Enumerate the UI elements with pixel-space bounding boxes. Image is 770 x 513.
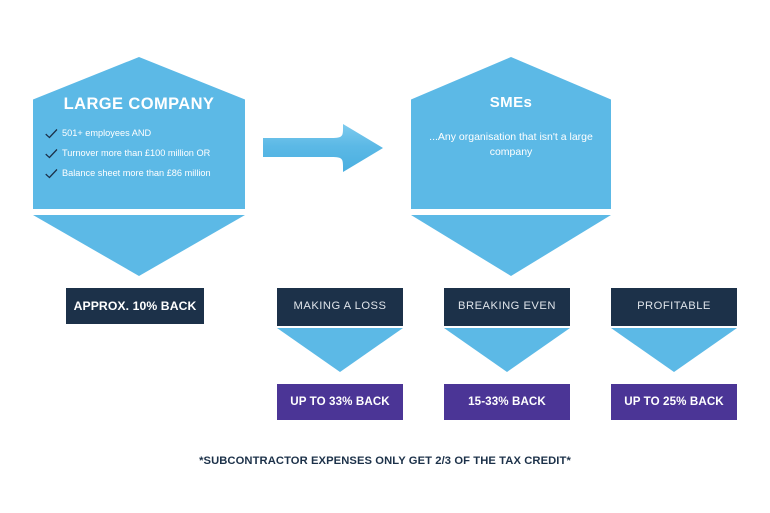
check-icon <box>45 168 58 179</box>
result-label: 15-33% BACK <box>468 395 546 409</box>
check-icon <box>45 128 58 139</box>
list-item: Turnover more than £100 million OR <box>45 148 245 159</box>
smes-subtitle: ...Any organisation that isn't a large c… <box>429 131 593 159</box>
large-company-result-label: APPROX. 10% BACK <box>73 298 197 313</box>
right-arrow-icon <box>263 124 403 179</box>
criteria-text: Balance sheet more than £86 million <box>62 168 211 179</box>
down-arrow-icon-making-a-loss <box>277 328 403 372</box>
check-icon <box>45 148 58 159</box>
down-arrow-icon-profitable <box>611 328 737 372</box>
status-label: MAKING A LOSS <box>293 300 387 313</box>
footnote: *SUBCONTRACTOR EXPENSES ONLY GET 2/3 OF … <box>199 455 571 467</box>
status-label: BREAKING EVEN <box>458 300 556 313</box>
result-label: UP TO 33% BACK <box>290 395 390 409</box>
large-company-title: LARGE COMPANY <box>63 95 215 113</box>
down-arrow-icon-smes <box>411 215 611 276</box>
status-box-profitable: PROFITABLE <box>611 288 737 326</box>
status-box-making-a-loss: MAKING A LOSS <box>277 288 403 326</box>
result-box-breaking-even: 15-33% BACK <box>444 384 570 420</box>
down-arrow-icon-breaking-even <box>444 328 570 372</box>
criteria-text: 501+ employees AND <box>62 128 152 138</box>
smes-title: SMEs <box>489 94 533 111</box>
result-box-making-a-loss: UP TO 33% BACK <box>277 384 403 420</box>
result-label: UP TO 25% BACK <box>624 395 724 409</box>
smes-card: SMEs ...Any organisation that isn't a la… <box>411 57 611 209</box>
status-box-breaking-even: BREAKING EVEN <box>444 288 570 326</box>
down-arrow-icon-large-company <box>33 215 245 276</box>
list-item: 501+ employees AND <box>45 128 245 139</box>
result-box-profitable: UP TO 25% BACK <box>611 384 737 420</box>
list-item: Balance sheet more than £86 million <box>45 168 245 179</box>
criteria-text: Turnover more than £100 million OR <box>62 148 211 159</box>
large-company-result-box: APPROX. 10% BACK <box>66 288 204 324</box>
large-company-criteria-list: 501+ employees AND Turnover more than £1… <box>45 128 245 179</box>
status-label: PROFITABLE <box>637 300 711 313</box>
large-company-card: LARGE COMPANY 501+ employees AND Turnove… <box>33 57 245 209</box>
